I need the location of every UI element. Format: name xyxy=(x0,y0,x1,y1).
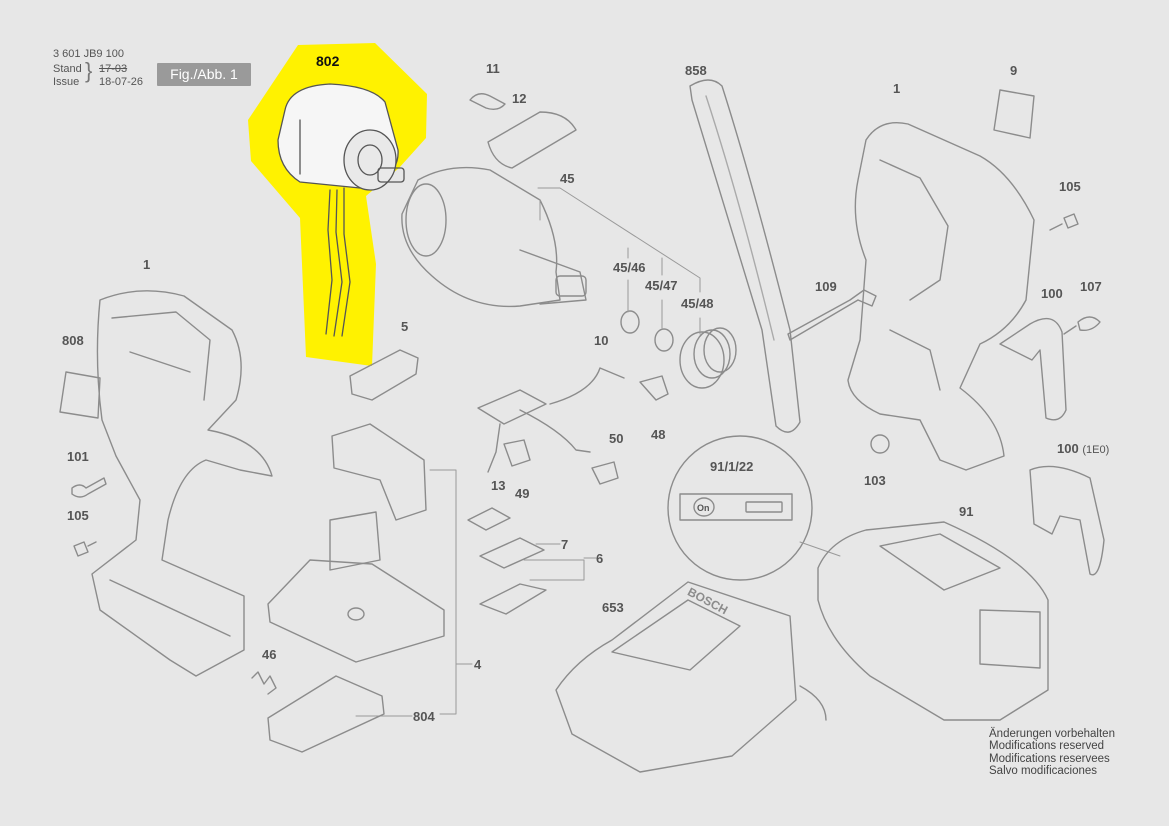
label-804: 804 xyxy=(413,709,435,724)
label-5: 5 xyxy=(401,319,409,334)
label-105-left: 105 xyxy=(67,508,89,523)
inset-pointer xyxy=(799,541,841,557)
part-46-spring xyxy=(251,671,277,695)
part-4-switch xyxy=(267,423,445,663)
label-45-46: 45/46 xyxy=(613,260,646,275)
part-9-label xyxy=(993,89,1035,139)
part-45-housing xyxy=(401,166,587,308)
old-date: 17-03 xyxy=(99,63,128,75)
label-7: 7 xyxy=(561,537,569,552)
label-45: 45 xyxy=(560,171,575,186)
label-802: 802 xyxy=(316,53,340,69)
leader-lines-lower xyxy=(355,469,597,717)
part-11 xyxy=(469,93,506,111)
part-101-screw xyxy=(71,477,107,498)
part-50 xyxy=(591,461,619,485)
label-6: 6 xyxy=(596,551,604,566)
label-105-top: 105 xyxy=(1059,179,1081,194)
part-13 xyxy=(467,507,511,531)
label-100-1e0-number: 100 xyxy=(1057,441,1079,456)
motor-802 xyxy=(277,83,405,337)
label-103: 103 xyxy=(864,473,886,488)
spring-45-48 xyxy=(679,327,737,389)
part-103-nut xyxy=(870,434,890,454)
inset-led-panel xyxy=(679,493,793,521)
part-804 xyxy=(267,675,385,753)
doc-number: 3 601 JB9 100 xyxy=(53,48,124,60)
label-49: 49 xyxy=(515,486,530,501)
label-45-47: 45/47 xyxy=(645,278,678,293)
label-100-1e0-suffix: (1E0) xyxy=(1082,444,1110,456)
label-50: 50 xyxy=(609,431,624,446)
label-12: 12 xyxy=(512,91,527,106)
label-101: 101 xyxy=(67,449,89,464)
label-45-48: 45/48 xyxy=(681,296,714,311)
part-107-screw xyxy=(1063,316,1101,335)
part-105-top-screw xyxy=(1049,213,1079,231)
label-100-1e0: 100 (1E0) xyxy=(1057,442,1109,457)
part-109-bit xyxy=(787,289,877,341)
part-100-1e0-clip xyxy=(1029,465,1105,576)
part-100-clip xyxy=(999,317,1067,421)
part-12 xyxy=(487,111,577,169)
housing-left-tool xyxy=(91,290,273,677)
label-11: 11 xyxy=(486,61,500,76)
note-fr: Modifications reservees xyxy=(989,752,1110,765)
housing-half-top-right xyxy=(847,122,1035,471)
label-808: 808 xyxy=(62,333,84,348)
modification-notes: Änderungen vorbehalten Modifications res… xyxy=(989,728,1115,778)
label-1-left: 1 xyxy=(143,257,151,272)
note-es: Salvo modificaciones xyxy=(989,765,1098,778)
label-91-1-22: 91/1/22 xyxy=(710,459,754,474)
part-10-harness xyxy=(477,367,625,473)
issue-label: Issue xyxy=(53,76,80,88)
new-date: 18-07-26 xyxy=(99,76,144,88)
detail-inset xyxy=(667,435,813,581)
label-13: 13 xyxy=(491,478,506,493)
label-4: 4 xyxy=(474,657,482,672)
label-46: 46 xyxy=(262,647,277,662)
note-de: Änderungen vorbehalten xyxy=(989,728,1115,740)
ring-45-46 xyxy=(620,310,640,334)
label-858: 858 xyxy=(685,63,707,78)
ring-45-47 xyxy=(654,328,674,352)
brace-glyph: } xyxy=(85,58,93,83)
label-1-top: 1 xyxy=(893,81,901,96)
label-91: 91 xyxy=(959,504,974,519)
part-5 xyxy=(349,349,419,401)
label-9: 9 xyxy=(1010,63,1018,78)
stand-label: Stand xyxy=(53,63,82,75)
label-10: 10 xyxy=(594,333,609,348)
figure-badge: Fig./Abb. 1 xyxy=(157,63,251,86)
part-858-strap xyxy=(689,79,801,433)
part-653-charger xyxy=(555,581,827,773)
label-48: 48 xyxy=(651,427,666,442)
part-91-battery xyxy=(817,521,1049,721)
label-107: 107 xyxy=(1080,279,1102,294)
part-7 xyxy=(479,537,545,569)
part-6 xyxy=(479,583,547,615)
label-100: 100 xyxy=(1041,286,1063,301)
part-105-left-screw xyxy=(73,541,97,557)
note-en: Modifications reserved xyxy=(989,740,1105,753)
part-808-label xyxy=(59,371,101,419)
part-48 xyxy=(639,375,669,401)
inset-on-label: On xyxy=(697,503,710,513)
leader-45-group xyxy=(537,187,701,335)
label-653: 653 xyxy=(602,600,624,615)
label-109: 109 xyxy=(815,279,837,294)
part-49 xyxy=(503,439,531,467)
